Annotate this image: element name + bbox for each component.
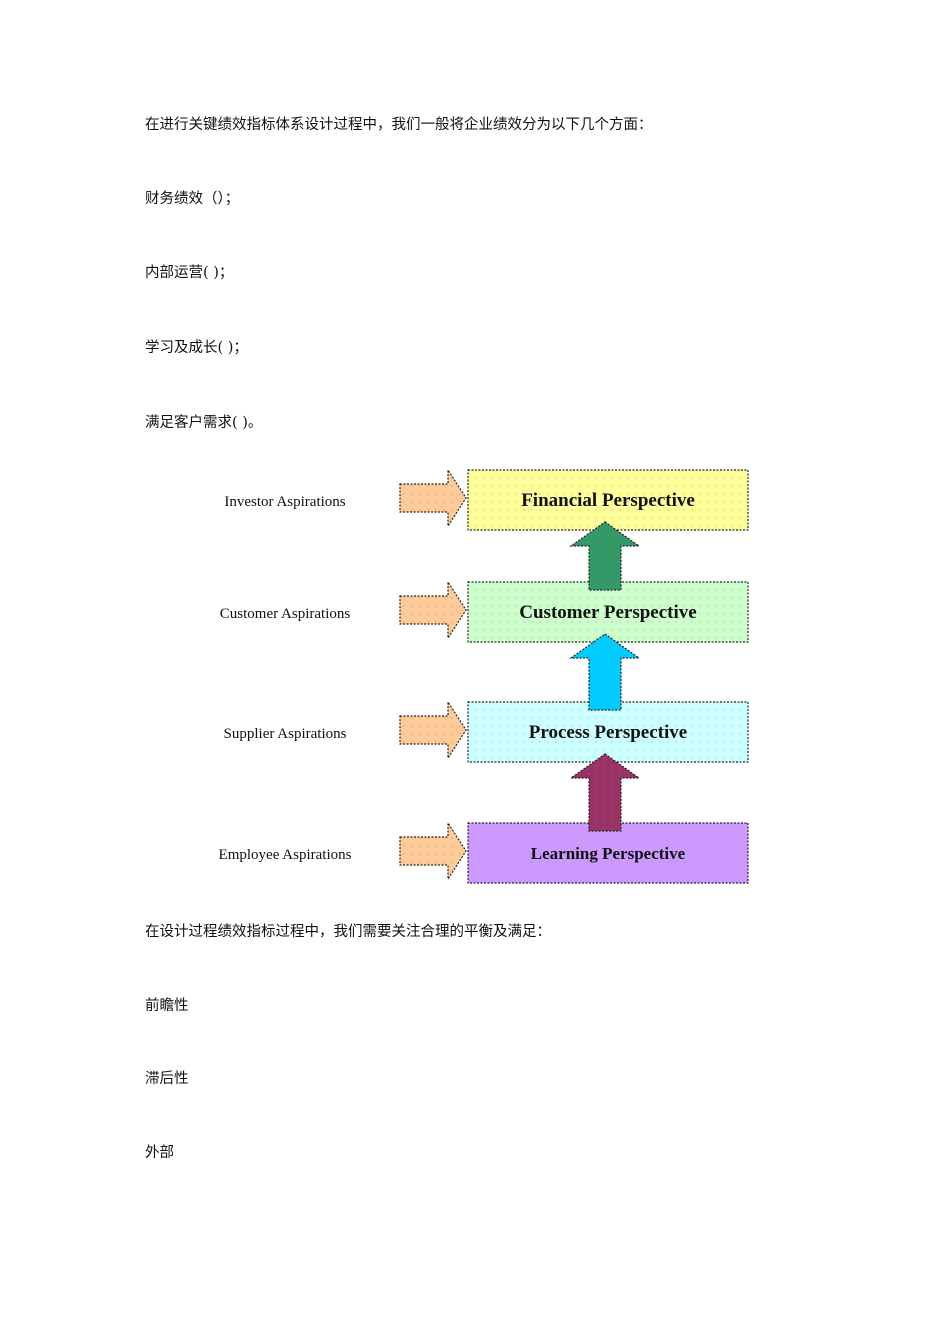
- balance-paragraph: 在设计过程绩效指标过程中，我们需要关注合理的平衡及满足：: [145, 924, 551, 940]
- perspective-label: Process Perspective: [529, 722, 687, 743]
- diagram-row: Customer Aspirations Customer Perspective: [220, 579, 749, 643]
- aspiration-label: Investor Aspirations: [224, 494, 345, 510]
- aspiration-label: Supplier Aspirations: [224, 726, 347, 742]
- item-lagging: 滞后性: [145, 1071, 189, 1087]
- up-arrow-texture: [571, 634, 639, 710]
- item-internal: 内部运营( )；: [145, 265, 234, 281]
- item-customer: 满足客户需求( )。: [145, 415, 263, 431]
- diagram-row: Employee Aspirations Learning Perspective: [219, 820, 749, 884]
- diagram-row: Investor Aspirations Financial Perspectiv…: [224, 467, 749, 531]
- side-arrow-texture: [400, 470, 466, 526]
- up-arrow-texture: [571, 754, 639, 831]
- perspective-box-texture: [468, 470, 748, 530]
- aspiration-label: Employee Aspirations: [219, 847, 352, 863]
- perspective-diagram: Investor Aspirations Financial Perspectiv…: [219, 467, 749, 884]
- side-arrow-texture: [400, 702, 466, 758]
- item-forward-looking: 前瞻性: [145, 998, 189, 1014]
- side-arrow-texture: [400, 582, 466, 638]
- perspective-box-texture: [468, 582, 748, 642]
- perspective-label: Customer Perspective: [519, 602, 696, 623]
- item-external: 外部: [145, 1145, 174, 1161]
- item-financial: 财务绩效（）；: [145, 191, 240, 207]
- side-arrow-texture: [400, 823, 466, 879]
- up-arrow-texture: [571, 522, 639, 590]
- perspective-label: Learning Perspective: [531, 844, 686, 863]
- aspiration-label: Customer Aspirations: [220, 606, 351, 622]
- intro-paragraph: 在进行关键绩效指标体系设计过程中，我们一般将企业绩效分为以下几个方面：: [145, 117, 653, 133]
- item-learning: 学习及成长( )；: [145, 340, 248, 356]
- diagram-row: Supplier Aspirations Process Perspective: [224, 699, 749, 763]
- perspective-box-texture: [468, 823, 748, 883]
- perspective-label: Financial Perspective: [521, 490, 695, 511]
- perspective-box-texture: [468, 702, 748, 762]
